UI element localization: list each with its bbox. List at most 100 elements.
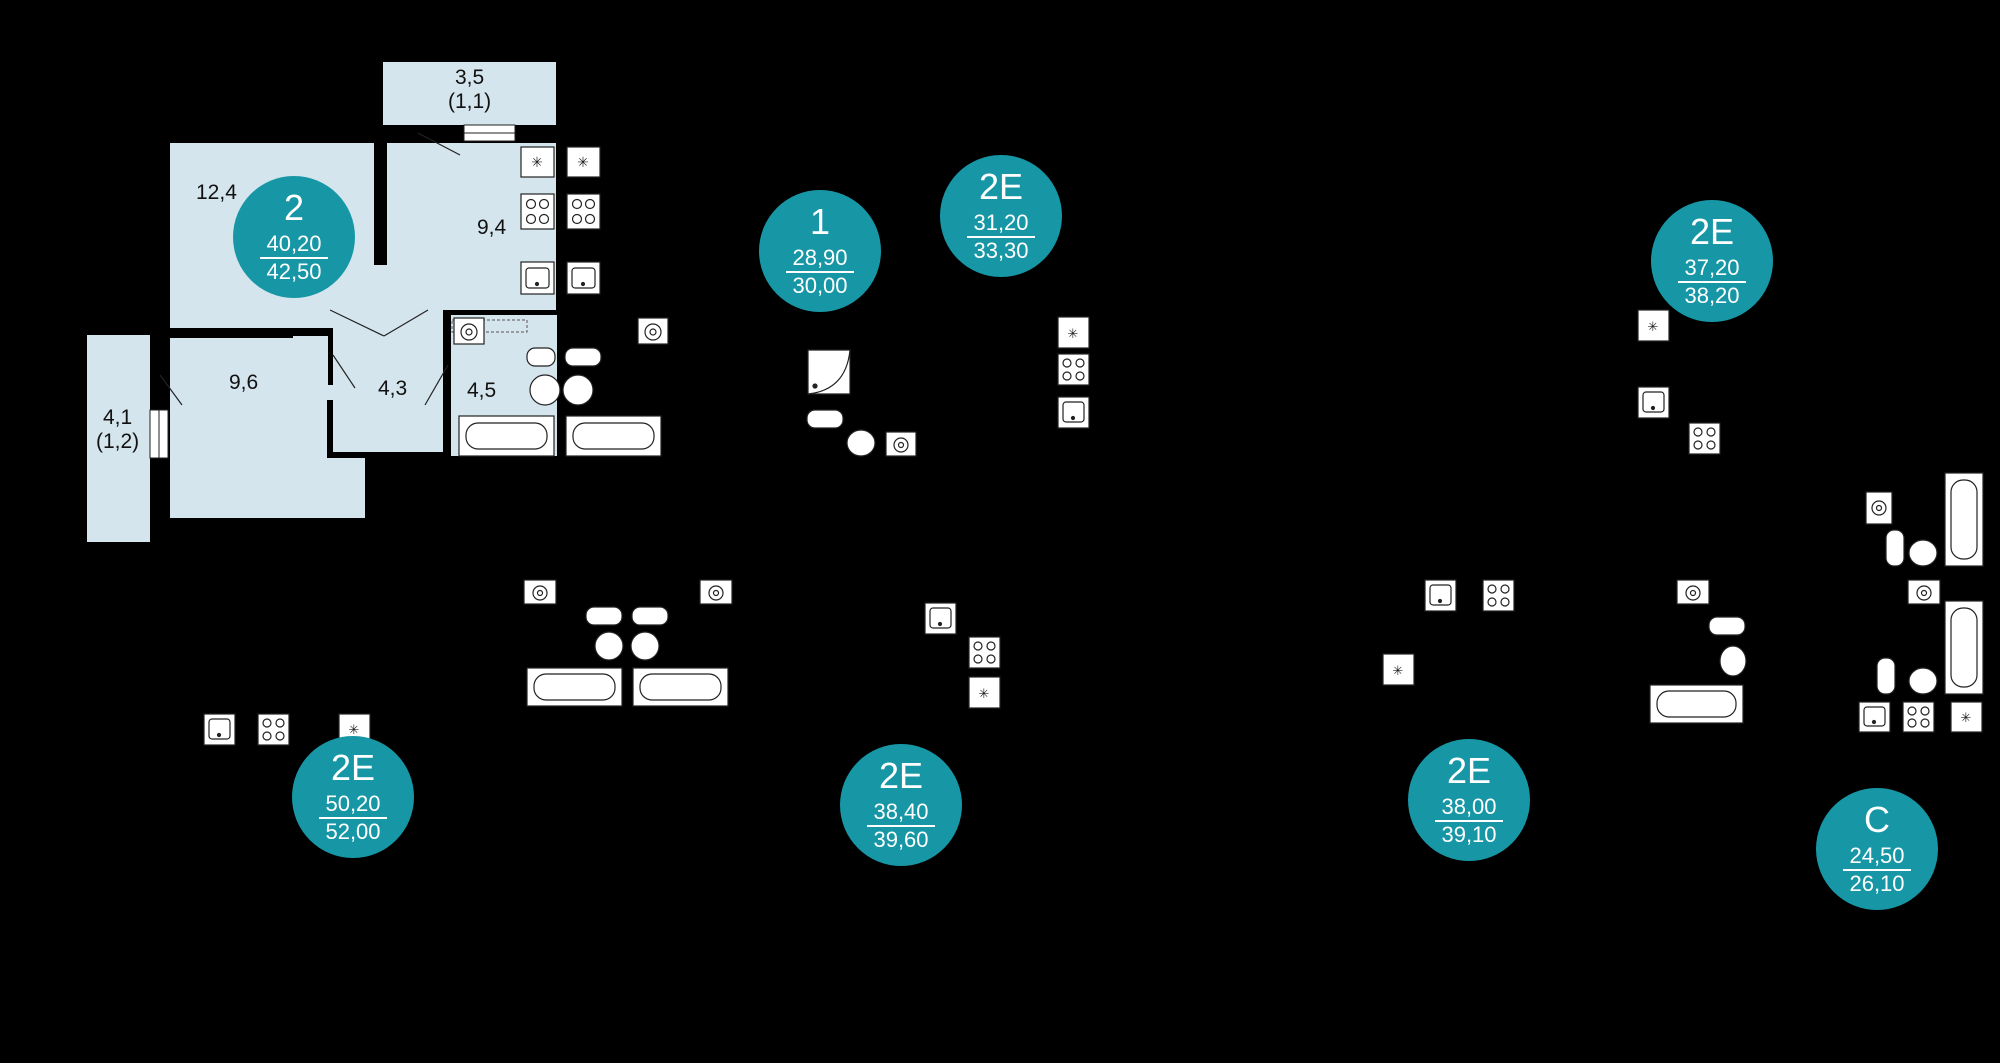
room-balcony-left[interactable] [87, 335, 150, 542]
room-area-label: 9,4 [477, 216, 506, 240]
apartment-badge[interactable]: 2 40,20 42,50 [233, 176, 355, 298]
washing-machine-icon [1676, 579, 1710, 605]
fridge-icon: ✳ [566, 146, 601, 178]
washing-machine-icon [637, 317, 669, 345]
fridge-icon: ✳ [1382, 653, 1415, 686]
bathtub-icon [1649, 684, 1744, 724]
sink-icon [1637, 386, 1670, 419]
apartment-type: 2E [1446, 750, 1492, 791]
apartment-type: 2E [330, 747, 376, 788]
bathtub-icon [565, 415, 662, 457]
fridge-icon: ✳ [1057, 316, 1090, 349]
svg-text:✳: ✳ [1961, 710, 1972, 725]
bathtub-icon [1944, 472, 1984, 567]
total-area: 52,00 [325, 819, 381, 844]
stove-icon [1057, 353, 1090, 386]
washbasin-icon [1908, 539, 1938, 567]
room-area-label: 3,5 (1,1) [448, 66, 491, 114]
svg-text:✳: ✳ [531, 154, 543, 170]
living-area: 28,90 [786, 245, 854, 273]
apartment-type: 2E [1689, 211, 1735, 252]
room-area: 12,4 [196, 181, 237, 204]
fridge-icon: ✳ [968, 676, 1001, 709]
room-area-label: 9,6 [229, 371, 258, 395]
washbasin-icon [630, 631, 660, 661]
total-area: 39,10 [1441, 822, 1497, 847]
living-area: 31,20 [967, 210, 1035, 238]
toilet-icon [1876, 657, 1896, 695]
apartment-type: 2E [878, 755, 924, 796]
washing-machine-icon [523, 579, 557, 605]
bathtub-icon [632, 667, 729, 707]
room-area: 4,1 [102, 406, 133, 429]
bathtub-icon [458, 415, 555, 457]
svg-text:✳: ✳ [577, 154, 589, 170]
room-balcony-top[interactable] [383, 62, 556, 125]
living-area: 24,50 [1843, 843, 1911, 871]
washbasin-icon [529, 374, 561, 406]
stove-icon [1902, 701, 1935, 733]
washing-machine-icon [1865, 491, 1893, 525]
fridge-icon: ✳ [520, 146, 555, 178]
sink-icon [520, 261, 555, 295]
stove-icon [257, 713, 290, 746]
windows [149, 124, 516, 459]
washing-machine-icon [699, 579, 733, 605]
washing-machine-icon [1907, 579, 1941, 605]
apartment-type: C [1864, 799, 1890, 840]
total-area: 42,50 [266, 259, 322, 284]
apartment-badge[interactable]: 1 28,90 30,00 [759, 190, 881, 312]
stove-icon [1688, 422, 1721, 455]
apartment-badge[interactable]: 2E 38,40 39,60 [840, 744, 962, 866]
sink-icon [924, 602, 957, 635]
svg-text:✳: ✳ [979, 686, 990, 701]
fixtures: ✳ ✳ ✳ ✳ ✳ ✳ ✳ ✳ [203, 146, 1984, 746]
stove-icon [1482, 579, 1515, 612]
apartment-type: 2E [978, 166, 1024, 207]
toilet-icon [806, 409, 844, 429]
fridge-icon: ✳ [1637, 309, 1670, 342]
room-area-label: 4,1 (1,2) [96, 406, 139, 454]
sink-icon [1057, 396, 1090, 429]
bathtub-icon [526, 667, 623, 707]
room-area: 9,6 [229, 371, 259, 394]
svg-text:✳: ✳ [1393, 663, 1404, 678]
total-area: 39,60 [873, 827, 929, 852]
apartment-badge[interactable]: C 24,50 26,10 [1816, 788, 1938, 910]
toilet-icon [1885, 529, 1905, 567]
washbasin-icon [594, 631, 624, 661]
living-area: 38,00 [1435, 794, 1503, 822]
total-area: 30,00 [792, 273, 848, 298]
walls [150, 125, 560, 518]
bidet-icon [631, 606, 669, 626]
washbasin-icon [846, 429, 876, 457]
room-sub-area: (1,1) [448, 90, 492, 113]
svg-text:✳: ✳ [1648, 319, 1659, 334]
apartment-badge[interactable]: 2E 31,20 33,30 [940, 155, 1062, 277]
apartment-badge[interactable]: 2E 38,00 39,10 [1408, 739, 1530, 861]
living-area: 38,40 [867, 799, 935, 827]
room-area-label: 12,4 [196, 181, 237, 205]
shower-partition [451, 319, 528, 333]
sink-icon [566, 261, 601, 295]
total-area: 33,30 [973, 238, 1029, 263]
room-area: 4,3 [378, 377, 408, 400]
washing-machine-icon [453, 317, 485, 345]
washbasin-icon [1719, 645, 1747, 677]
room-area: 3,5 [454, 66, 485, 89]
living-area: 40,20 [260, 231, 328, 259]
apartment-badge[interactable]: 2E 37,20 38,20 [1651, 200, 1773, 322]
living-area: 50,20 [319, 791, 387, 819]
sink-icon [1424, 579, 1457, 612]
apartment-badge[interactable]: 2E 50,20 52,00 [292, 736, 414, 858]
sink-icon [1858, 701, 1891, 733]
door-swings [159, 132, 461, 406]
living-area: 37,20 [1678, 255, 1746, 283]
bathtub-icon [1944, 600, 1984, 695]
sink-icon [203, 713, 236, 746]
toilet-icon [526, 347, 556, 367]
washing-machine-icon [885, 431, 917, 457]
room-sub-area: (1,2) [96, 430, 140, 453]
total-area: 38,20 [1684, 283, 1740, 308]
stove-icon [520, 193, 555, 230]
